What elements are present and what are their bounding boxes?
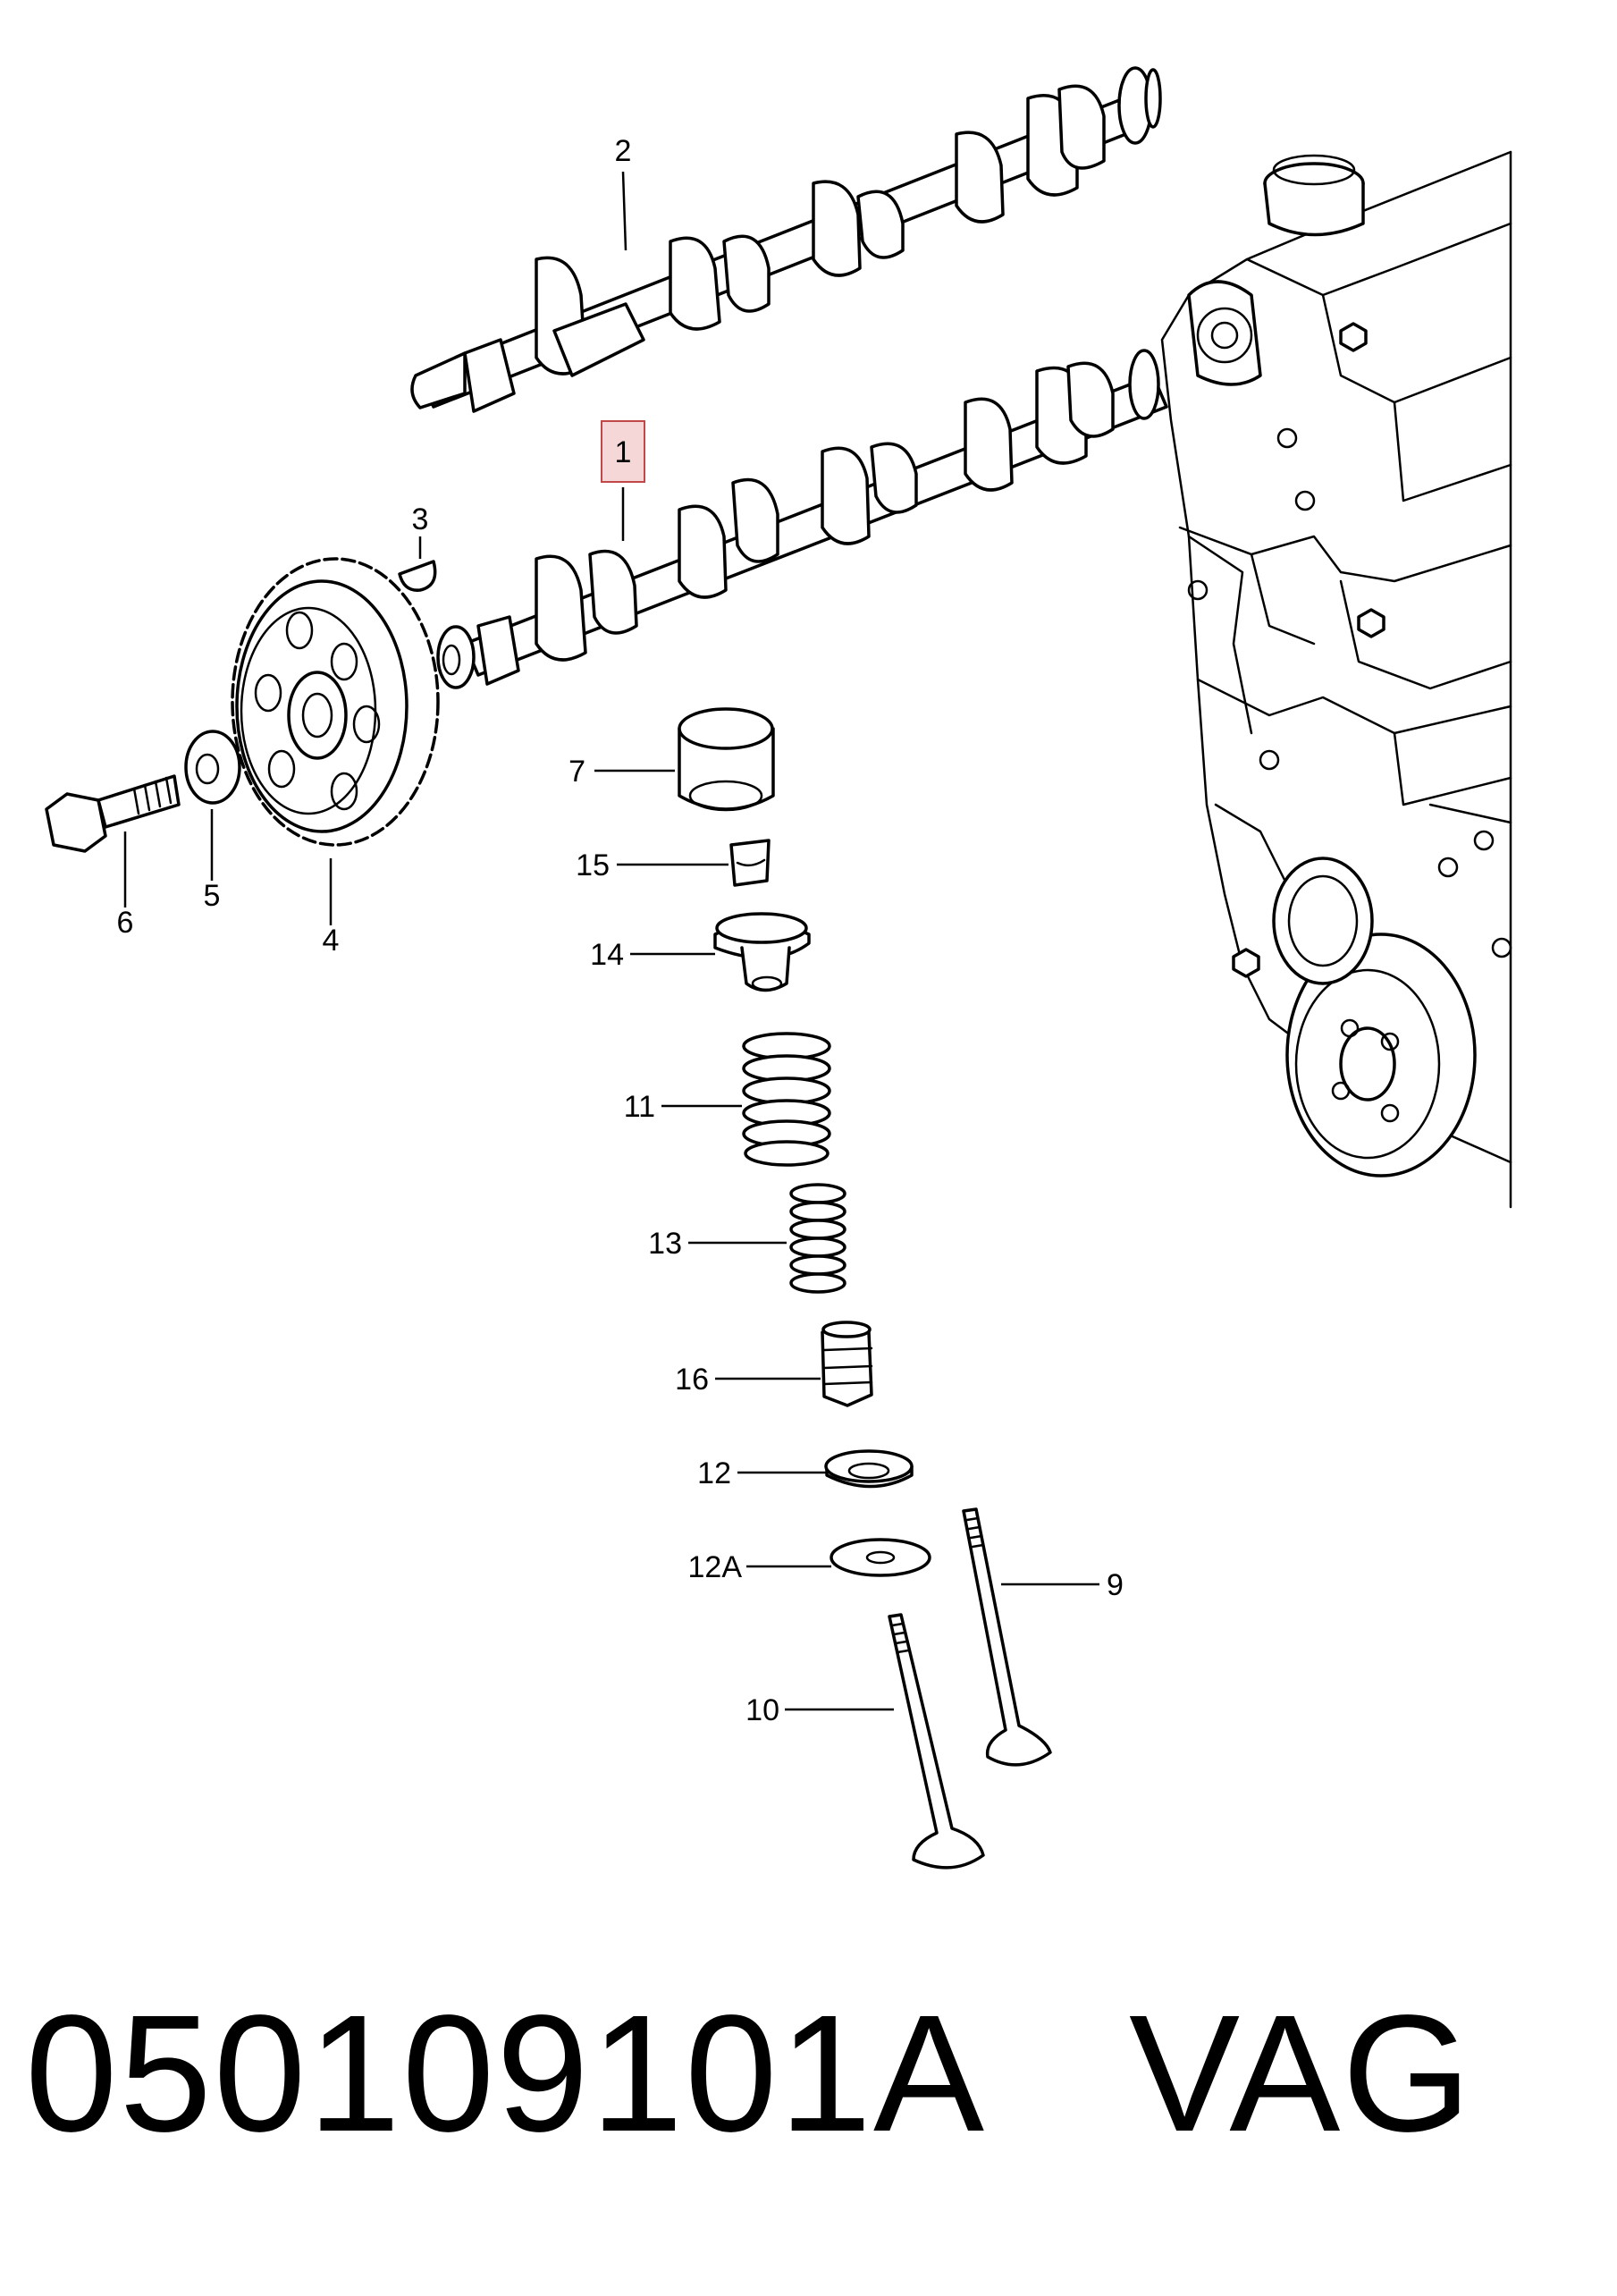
callout-2[interactable]: 2 — [615, 134, 632, 168]
callout-7[interactable]: 7 — [568, 755, 585, 789]
valve-stem-seal-illustration — [821, 1321, 873, 1407]
washer-illustration — [184, 730, 241, 805]
spring-seat-washer-illustration — [830, 1538, 931, 1577]
callout-4[interactable]: 4 — [323, 924, 340, 958]
callout-13[interactable]: 13 — [648, 1227, 682, 1261]
camshaft-sprocket-illustration — [231, 557, 440, 847]
callout-1-highlight — [601, 420, 645, 483]
brand-name: VAG — [1129, 1981, 1474, 2166]
callout-9[interactable]: 9 — [1107, 1568, 1124, 1602]
lower-spring-seat-illustration — [824, 1449, 914, 1489]
bucket-tappet-illustration — [678, 707, 775, 812]
callout-15[interactable]: 15 — [576, 848, 610, 882]
valve-collet-illustration — [729, 839, 771, 887]
callout-5[interactable]: 5 — [204, 879, 221, 913]
spring-retainer-illustration — [713, 912, 811, 992]
part-number: 050109101A — [25, 1981, 987, 2166]
callout-12[interactable]: 12 — [697, 1456, 731, 1490]
inner-valve-spring-illustration — [789, 1183, 846, 1294]
camshaft-2-illustration — [410, 66, 1162, 413]
bolt-illustration — [45, 774, 181, 853]
camshaft-1-illustration — [436, 349, 1168, 689]
leader-lines — [123, 171, 1099, 1711]
woodruff-key-illustration — [398, 560, 437, 592]
callout-14[interactable]: 14 — [590, 938, 624, 972]
callout-6[interactable]: 6 — [117, 906, 134, 940]
intake-valve-illustration — [962, 1507, 1052, 1767]
engine-block-illustration — [1160, 150, 1512, 1209]
exhaust-valve-illustration — [888, 1613, 985, 1870]
part-number-caption: 050109101A VAG — [25, 1967, 1473, 2182]
outer-valve-spring-illustration — [742, 1032, 831, 1167]
callout-3[interactable]: 3 — [412, 502, 429, 536]
callout-10[interactable]: 10 — [745, 1693, 779, 1727]
callout-12a[interactable]: 12A — [688, 1550, 743, 1584]
callout-11[interactable]: 11 — [624, 1090, 655, 1124]
callout-1[interactable]: 1 — [615, 435, 632, 469]
callout-16[interactable]: 16 — [675, 1363, 709, 1397]
